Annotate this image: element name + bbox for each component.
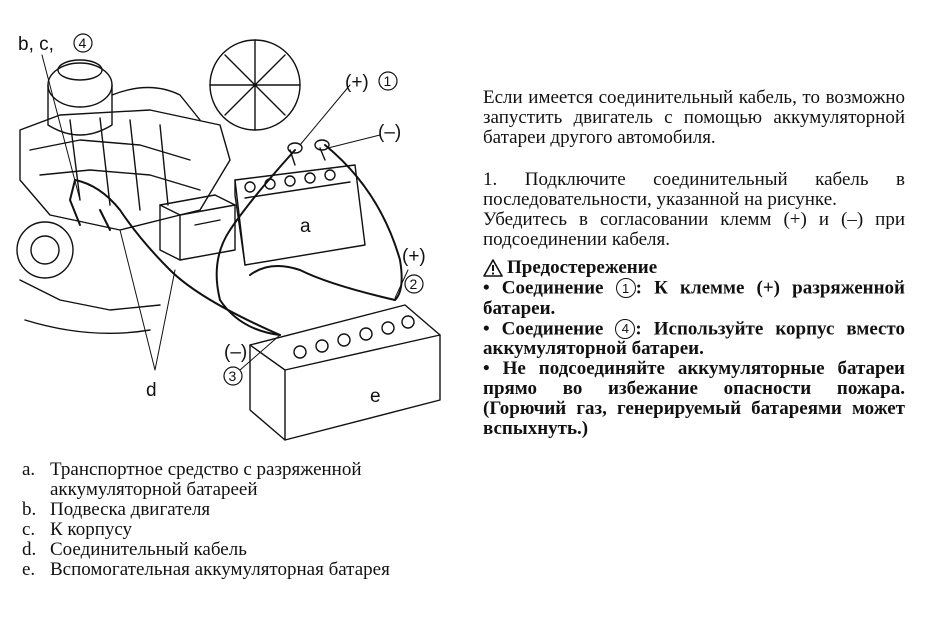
circle-num-1 bbox=[378, 71, 398, 91]
legend-item-e: e. Вспомогательная аккумуляторная батаре… bbox=[22, 560, 452, 580]
callout-e: e bbox=[370, 386, 381, 407]
legend-letter: e. bbox=[22, 559, 36, 580]
legend-item-b: b. Подвеска двигателя bbox=[22, 500, 452, 520]
callout-plus1-num: 1 bbox=[384, 73, 392, 89]
warning-item-1-pre: • Соединение bbox=[483, 277, 616, 299]
intro-paragraph: Если имеется соединительный кабель, то в… bbox=[483, 87, 905, 148]
callout-plus2: (+) bbox=[402, 246, 426, 267]
callout-bc4: b, c, bbox=[18, 34, 54, 55]
engine-drawing bbox=[16, 39, 301, 335]
warning-item-2-pre: • Соединение bbox=[483, 318, 616, 339]
callout-d: d bbox=[146, 380, 157, 401]
legend-text: Транспортное средство с разряженной акку… bbox=[50, 459, 362, 500]
legend-text: Подвеска двигателя bbox=[50, 499, 211, 520]
legend-text: Вспомогательная аккумуляторная батарея bbox=[50, 559, 390, 580]
callout-minus3: (–) bbox=[224, 342, 247, 363]
legend-letter: a. bbox=[22, 459, 36, 480]
circle-num-3 bbox=[223, 366, 243, 386]
callout-plus1: (+) bbox=[345, 72, 369, 93]
warning-item-2: • Соединение 4: Используйте корпус вмест… bbox=[483, 318, 905, 360]
step-1-note: Убедитесь в согласовании клемм (+) и (–)… bbox=[483, 209, 905, 250]
legend-item-a: a. Транспортное средство с разряженной а… bbox=[22, 460, 452, 500]
legend-item-c: c. К корпусу bbox=[22, 520, 452, 540]
legend-text: Соединительный кабель bbox=[50, 539, 247, 560]
callout-plus2-num: 2 bbox=[410, 276, 418, 292]
battery-a-drawing bbox=[234, 139, 366, 266]
legend-list: a. Транспортное средство с разряженной а… bbox=[22, 460, 452, 580]
callout-minus-top: (–) bbox=[378, 122, 401, 143]
warning-triangle-icon bbox=[483, 259, 503, 277]
circle-num-2 bbox=[404, 274, 424, 294]
engine-jump-start-illustration: b, c, 4 (+) 1 (–) a (+) 2 (–) 3 d e bbox=[16, 33, 441, 441]
callout-bc4-num: 4 bbox=[79, 35, 87, 51]
legend-letter: d. bbox=[22, 539, 37, 560]
warning-item-2-post: : Используйте корпус вместо аккумуляторн… bbox=[483, 318, 905, 359]
leader-lines bbox=[41, 54, 409, 371]
callout-minus3-num: 3 bbox=[229, 368, 237, 384]
legend-text: К корпусу bbox=[50, 519, 133, 540]
legend-item-d: d. Соединительный кабель bbox=[22, 540, 452, 560]
circle-num-4 bbox=[73, 33, 93, 53]
warning-item-3: • Не подсоединяйте аккумуляторные батаре… bbox=[483, 358, 905, 439]
warning-item-1: • Соединение 1: К клемме (+) разряженной… bbox=[483, 278, 905, 319]
circled-number-4: 4 bbox=[615, 318, 636, 339]
warning-heading: Предостережение bbox=[483, 258, 905, 278]
jumper-cables-drawing bbox=[69, 144, 403, 336]
instructions-column: Если имеется соединительный кабель, то в… bbox=[483, 88, 905, 439]
step-1-paragraph: 1. Подключите соединительный кабель в по… bbox=[483, 169, 905, 210]
battery-e-drawing bbox=[249, 304, 441, 441]
circled-number-1: 1 bbox=[615, 278, 636, 298]
warning-item-1-post: : К клемме (+) разряженной батареи. bbox=[483, 277, 905, 319]
callout-a: a bbox=[300, 216, 311, 237]
legend-letter: b. bbox=[22, 499, 37, 520]
legend-letter: c. bbox=[22, 519, 36, 540]
warning-title: Предостережение bbox=[507, 257, 658, 278]
